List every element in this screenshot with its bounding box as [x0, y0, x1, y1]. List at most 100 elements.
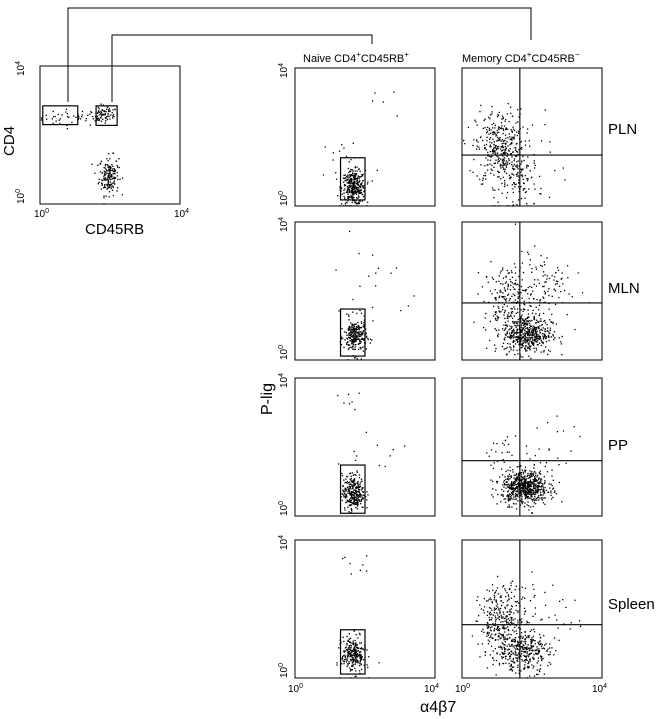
event-dot	[352, 494, 354, 496]
event-dot	[543, 320, 545, 323]
event-dot	[498, 612, 501, 614]
event-dot	[542, 485, 544, 487]
event-dot	[525, 469, 527, 471]
event-dot	[509, 475, 511, 478]
event-dot	[520, 642, 522, 645]
event-dot	[544, 109, 546, 111]
event-dot	[350, 177, 353, 180]
event-dot	[358, 500, 360, 502]
event-dot	[484, 146, 486, 149]
event-dot	[509, 138, 511, 141]
event-dot	[529, 333, 531, 335]
event-dot	[536, 492, 538, 494]
event-dot	[40, 117, 43, 119]
event-dot	[510, 663, 512, 665]
event-dot	[478, 146, 480, 148]
event-dot	[523, 327, 525, 329]
event-dot	[521, 297, 523, 299]
event-dot	[512, 619, 514, 621]
event-dot	[501, 624, 503, 626]
event-dot	[494, 634, 496, 636]
event-dot	[479, 178, 481, 181]
event-dot	[550, 336, 552, 338]
event-dot	[525, 643, 527, 645]
event-dot	[349, 472, 352, 474]
event-dot	[355, 173, 358, 175]
event-dot	[519, 148, 522, 150]
event-dot	[529, 479, 531, 481]
event-dot	[354, 191, 356, 193]
event-dot	[103, 110, 105, 112]
event-dot	[516, 331, 518, 333]
event-dot	[504, 321, 507, 324]
event-dot	[526, 655, 528, 657]
event-dot	[522, 491, 525, 493]
event-dot	[348, 650, 350, 653]
event-dot	[340, 335, 342, 337]
event-dot	[522, 483, 524, 485]
event-dot	[348, 161, 350, 163]
event-dot	[526, 167, 528, 169]
event-dot	[515, 654, 517, 656]
event-dot	[353, 650, 355, 652]
event-dot	[359, 494, 361, 497]
event-dot	[354, 330, 356, 332]
event-dot	[350, 170, 352, 173]
event-dot	[508, 599, 510, 601]
dots	[336, 555, 380, 679]
event-dot	[493, 609, 495, 611]
event-dot	[524, 144, 527, 146]
event-dot	[518, 343, 520, 346]
event-dot	[504, 289, 506, 291]
event-dot	[507, 618, 510, 620]
event-dot	[344, 659, 346, 661]
event-dot	[511, 173, 513, 175]
event-dot	[512, 638, 514, 641]
event-dot	[357, 328, 359, 331]
event-dot	[524, 475, 526, 477]
event-dot	[361, 495, 363, 497]
event-dot	[512, 493, 514, 495]
tissue-label-pp: PP	[608, 437, 628, 454]
event-dot	[502, 165, 504, 167]
event-dot	[520, 473, 522, 475]
event-dot	[544, 319, 546, 322]
event-dot	[570, 450, 572, 452]
event-dot	[347, 181, 350, 184]
event-dot	[526, 203, 528, 205]
event-dot	[346, 499, 349, 502]
event-dot	[524, 666, 526, 668]
event-dot	[542, 335, 544, 337]
event-dot	[105, 179, 108, 181]
event-dot	[366, 649, 368, 651]
event-dot	[532, 340, 534, 342]
event-dot	[360, 322, 363, 325]
event-dot	[539, 643, 542, 646]
event-dot	[534, 640, 536, 642]
event-dot	[351, 342, 354, 344]
event-dot	[341, 203, 343, 205]
event-dot	[515, 173, 518, 176]
event-dot	[491, 131, 494, 134]
event-dot	[106, 105, 108, 107]
event-dot	[525, 623, 527, 625]
event-dot	[351, 331, 353, 333]
event-dot	[107, 170, 109, 172]
event-dot	[506, 305, 508, 307]
event-dot	[351, 324, 353, 326]
event-dot	[513, 640, 515, 643]
event-dot	[526, 331, 528, 333]
event-dot	[526, 482, 528, 484]
event-dot	[507, 285, 509, 287]
event-dot	[527, 667, 530, 669]
dots	[463, 103, 566, 207]
event-dot	[539, 668, 542, 670]
event-dot	[109, 175, 111, 177]
event-dot	[109, 172, 111, 175]
event-dot	[520, 491, 522, 493]
event-dot	[533, 463, 535, 466]
event-dot	[526, 178, 528, 180]
event-dot	[514, 650, 516, 652]
event-dot	[504, 163, 507, 165]
event-dot	[533, 162, 535, 164]
